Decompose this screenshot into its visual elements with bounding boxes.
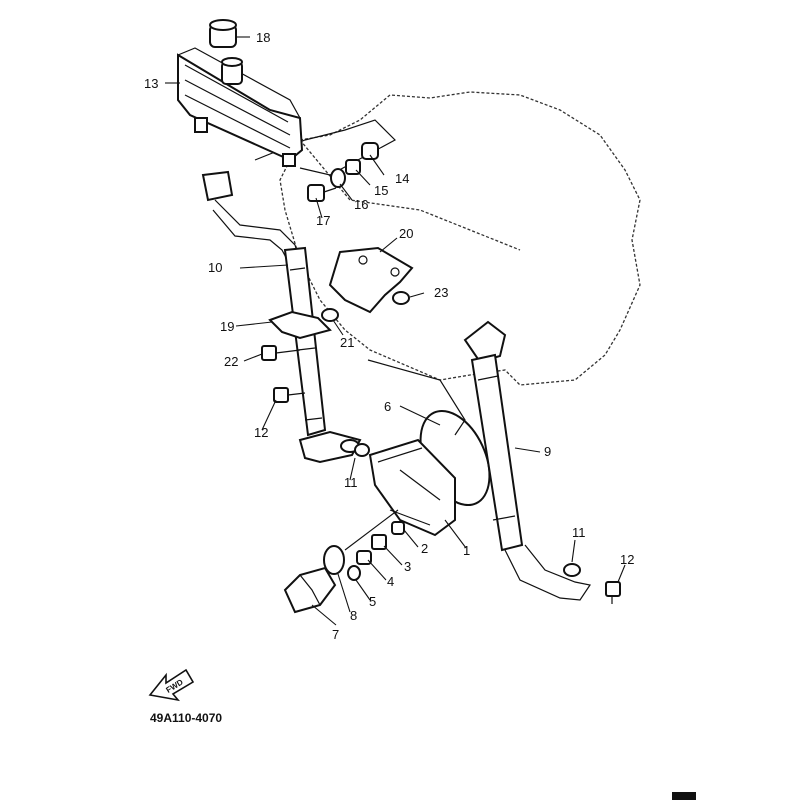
- drawing-code: 49A110-4070: [150, 711, 222, 725]
- callout-c9: 9: [544, 444, 551, 459]
- nut-21-part: [321, 308, 339, 322]
- callout-c21: 21: [340, 335, 354, 350]
- oil-filter-housing-part: [368, 438, 456, 537]
- callout-c10: 10: [208, 260, 222, 275]
- callout-c19: 19: [220, 319, 234, 334]
- callout-c3: 3: [404, 559, 411, 574]
- reference-box-upper: [254, 119, 396, 176]
- bolt-12-right-part: [605, 581, 621, 604]
- callout-c8: 8: [350, 608, 357, 623]
- callout-c11a: 11: [344, 475, 358, 490]
- callout-c23: 23: [434, 285, 448, 300]
- washer-16-part: [330, 168, 346, 188]
- callout-c22: 22: [224, 354, 238, 369]
- cap-part: [209, 19, 237, 48]
- bracket-part: [328, 246, 414, 314]
- callout-c17: 17: [316, 213, 330, 228]
- valve-4-part: [356, 550, 372, 565]
- leader-lines: [165, 36, 626, 626]
- callout-c18: 18: [256, 30, 270, 45]
- callout-c5: 5: [369, 594, 376, 609]
- engine-outline: [279, 91, 641, 386]
- oil-cooler-part: [177, 47, 304, 167]
- callout-c4: 4: [387, 574, 394, 589]
- corner-mark: [672, 792, 696, 800]
- callout-c1: 1: [463, 543, 470, 558]
- nut-23-part: [392, 291, 410, 305]
- callout-c12a: 12: [254, 425, 268, 440]
- callout-c2: 2: [421, 541, 428, 556]
- callout-c15: 15: [374, 183, 388, 198]
- callout-c11b: 11: [572, 525, 586, 540]
- callout-c13: 13: [144, 76, 158, 91]
- fwd-arrow-icon: FWD: [148, 668, 195, 702]
- callout-c14: 14: [395, 171, 409, 186]
- plug-2-part: [391, 521, 405, 535]
- lower-oil-hose-part: [463, 320, 591, 601]
- callout-c16: 16: [354, 197, 368, 212]
- washer-5-part: [347, 565, 361, 581]
- union-bolt-part: [283, 566, 337, 614]
- bolt-22-part: [261, 345, 301, 361]
- bolt-12-left-part: [273, 387, 306, 403]
- o-ring-11-left-part: [354, 443, 370, 457]
- callout-c12b: 12: [620, 552, 634, 567]
- reference-box-mid: [367, 359, 466, 436]
- bolt-17-part: [307, 184, 337, 202]
- clamp-part: [268, 310, 332, 340]
- o-ring-11-right-part: [563, 563, 581, 577]
- upper-oil-hose-part: [201, 170, 362, 464]
- spring-3-part: [371, 534, 387, 550]
- gasket-8-part: [323, 545, 345, 575]
- callout-c6: 6: [384, 399, 391, 414]
- spacer-14-part: [361, 142, 379, 160]
- callout-c20: 20: [399, 226, 413, 241]
- callout-c7: 7: [332, 627, 339, 642]
- callout-labels: 1234567891011111212131415161718192021222…: [144, 30, 634, 642]
